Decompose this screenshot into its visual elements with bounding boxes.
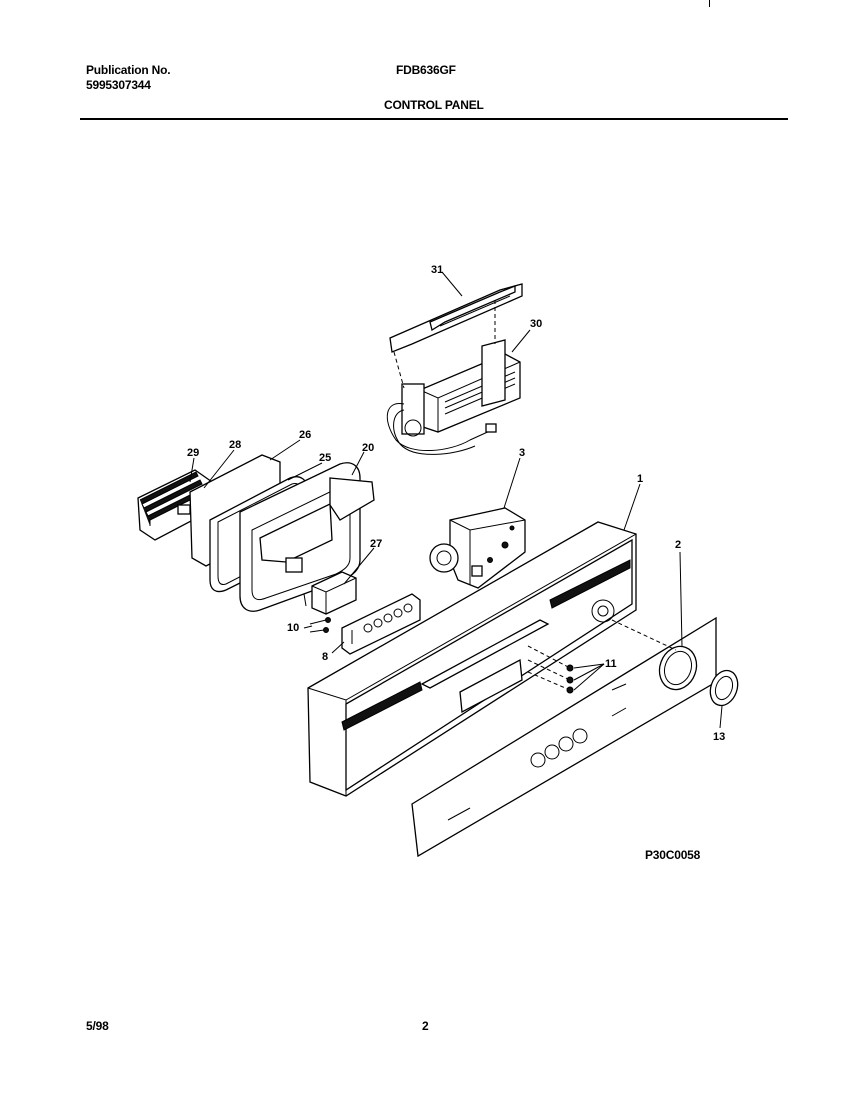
callout-labels: 31 30 29 28 26 25 20 3 1 27 2 10 8 11 13	[187, 264, 725, 743]
callout-26: 26	[299, 429, 311, 441]
part-10-screws	[309, 617, 331, 633]
publication-label: Publication No.	[86, 63, 171, 77]
publication-number: 5995307344	[86, 78, 151, 92]
part-31-trim	[389, 283, 523, 353]
header-rule	[80, 118, 788, 120]
callout-27: 27	[370, 538, 382, 550]
part-2-dial-ring	[658, 645, 698, 691]
part-3-timer	[429, 507, 526, 589]
part-13-knob	[709, 669, 739, 707]
section-title: CONTROL PANEL	[384, 98, 484, 112]
part-20-housing	[239, 462, 375, 612]
part-8-switch-board	[341, 593, 421, 655]
part-30-fan-assembly	[386, 339, 521, 455]
page-number: 2	[422, 1019, 429, 1033]
callout-28: 28	[229, 439, 241, 451]
drawing-code: P30C0058	[645, 848, 701, 862]
callout-20: 20	[362, 442, 374, 454]
leader-lines	[189, 271, 723, 729]
part-11-buttons	[527, 645, 574, 694]
corner-tick-mark	[709, 0, 710, 7]
callout-13: 13	[713, 731, 725, 743]
callout-11: 11	[605, 658, 617, 670]
callout-10: 10	[287, 622, 299, 634]
callout-30: 30	[530, 318, 542, 330]
callout-8: 8	[322, 651, 328, 663]
callout-29: 29	[187, 447, 199, 459]
callout-25: 25	[319, 452, 331, 464]
footer-date: 5/98	[86, 1019, 109, 1033]
callout-31: 31	[431, 264, 443, 276]
callout-3: 3	[519, 447, 525, 459]
part-29-grille	[137, 469, 216, 541]
callout-2: 2	[675, 539, 681, 551]
part-1-control-panel	[307, 521, 637, 797]
model-number: FDB636GF	[396, 63, 456, 77]
callout-1: 1	[637, 473, 643, 485]
